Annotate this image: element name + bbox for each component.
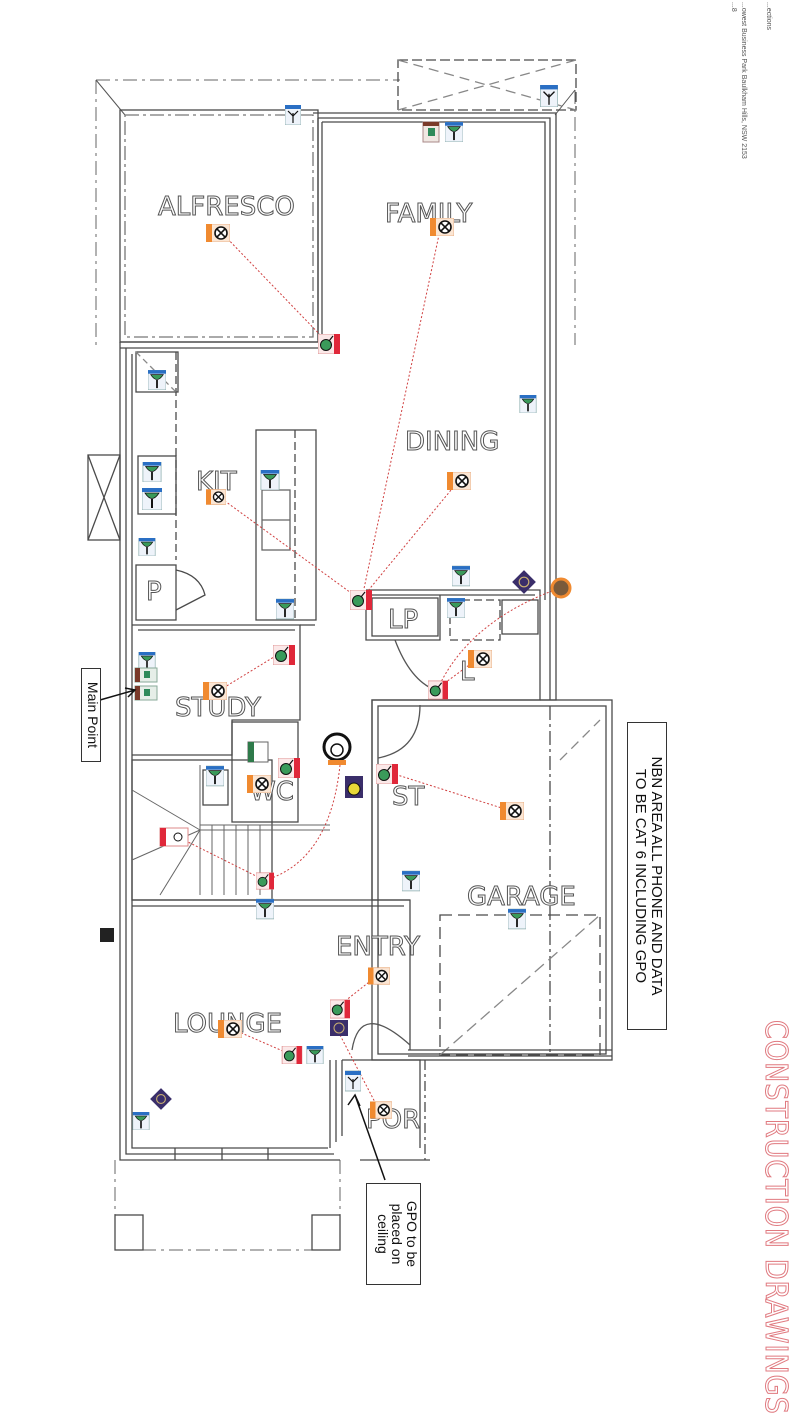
power-points [131,122,538,1130]
room-labels: ALFRESCO FAMILY DINING KIT P LP L STUDY … [146,192,577,1136]
eave-corner [554,89,576,116]
light-icon [500,802,524,820]
nbn-note-line-1: NBN AREA ALL PHONE AND DATA [648,756,665,996]
room-label-garage: GARAGE [467,882,576,912]
switch-icon [350,590,372,610]
switch-icon [428,680,448,700]
main-point-note: Main Point [81,668,101,762]
gpo-icon [447,598,465,618]
light-icon [203,682,227,700]
gpo-icon [260,470,280,490]
room-label-family: FAMILY [385,199,472,229]
gpo-icon [256,897,274,921]
gpo-icon [137,652,157,670]
header-line: ...ections [765,2,772,31]
tv-antenna-icon [285,105,301,125]
switch-icon [376,764,398,784]
light-icon [218,1020,242,1038]
note-arrows [99,687,386,1181]
gpo-icon [137,538,157,556]
gpo-icon [131,1112,151,1130]
light-icon [247,775,271,793]
switch-icon [273,645,295,665]
gpo-icon [142,488,162,510]
nbn-note: NBN AREA ALL PHONE AND DATA TO BE CAT 6 … [627,722,667,1030]
switch-icon [318,334,340,354]
gpo-icon [142,462,162,482]
header-line: ...owest Business Park Baulkham Hills, N… [740,2,747,159]
switch-icon [330,999,350,1019]
switch-icon [278,758,300,778]
gpo-icon [452,565,470,587]
walls [87,59,613,1251]
gpo-icon [206,765,224,787]
room-label-kit: KIT [196,467,237,497]
misc-fixtures [100,577,572,942]
gpo-icon [305,1046,325,1064]
gpo-icon [518,395,538,413]
smoke-detector-icon [330,1020,348,1036]
room-label-pantry: P [146,577,162,607]
room-label-alfresco: ALFRESCO [158,192,295,222]
light-icon [370,1100,392,1120]
light-icon [430,218,454,236]
tv-antenna-icon [345,1070,361,1092]
gpo-note-line-3: ceiling [374,1214,391,1254]
gpo-note-line-1: GPO to be [404,1200,420,1268]
smoke-detector-icon [150,1088,172,1110]
wiring [177,229,561,1109]
gpo-note-line-2: placed on [389,1203,406,1265]
light-icon [468,650,492,668]
downlight-24-icon [550,577,572,599]
room-label-entry: ENTRY [336,932,420,962]
floor-plan: ALFRESCO FAMILY DINING KIT P LP L STUDY … [87,59,613,1251]
light-icon [206,224,230,242]
room-label-st: ST [392,782,425,812]
tv-points [285,85,558,1092]
gpo-icon [276,598,294,620]
switch-icon [281,1046,303,1064]
gpo-icon [148,370,166,390]
construction-drawings-stamp: CONSTRUCTION DRAWINGS [758,1020,794,1415]
gpo-icon [508,908,526,930]
light-icon [447,472,471,490]
gpo-icon [445,122,463,142]
switch-icon [256,872,274,890]
room-label-dining: DINING [405,427,499,457]
gpo-icon [402,870,420,892]
smoke-detectors [150,570,536,1110]
room-label-lp: LP [388,605,418,635]
nbn-note-line-2: TO BE CAT 6 INCLUDING GPO [632,768,650,984]
light-icon [368,966,390,986]
header-line: ...8 [730,2,737,12]
main-point-label: Main Point [85,681,101,749]
ceiling-lights [203,218,524,1120]
gpo-ceiling-note: GPO to be placed on ceiling [366,1183,421,1285]
light-icon [206,488,226,506]
tv-antenna-icon [540,85,558,107]
data-points [134,121,440,763]
meter-box-icon [100,928,114,942]
eave-corner [95,79,126,116]
